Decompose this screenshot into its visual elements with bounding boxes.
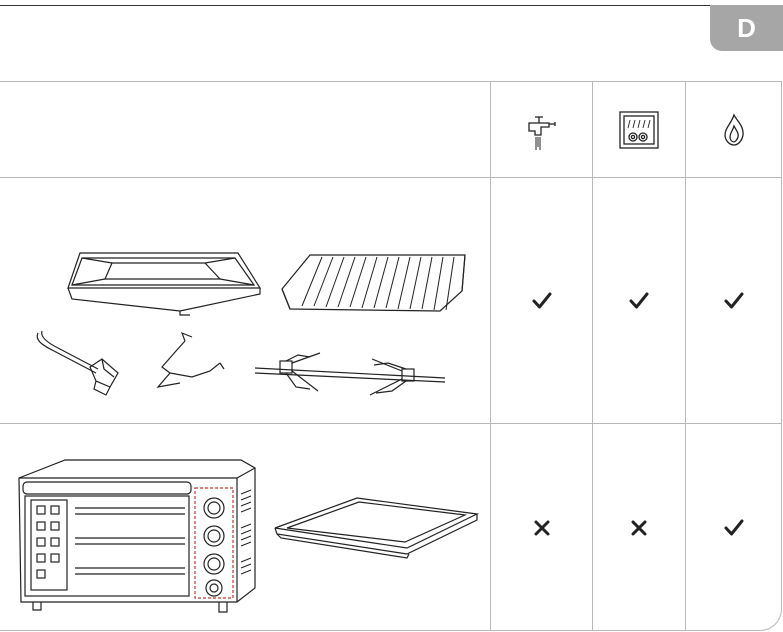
cross-icon [534, 520, 549, 535]
language-tab: D [710, 5, 783, 51]
row-1-dishwasher-mark [593, 178, 685, 423]
check-icon [532, 292, 551, 308]
column-divider [490, 82, 491, 631]
row-2-dishwasher-mark [593, 424, 685, 631]
header-tap-cell [491, 82, 592, 177]
tap-water-icon [527, 115, 556, 150]
accessories-illustration [36, 251, 466, 396]
check-icon [629, 292, 649, 308]
baking-tray-illustration [67, 251, 262, 316]
header-flame-cell [686, 82, 781, 177]
check-icon [724, 292, 743, 308]
tray-handle-illustration [36, 330, 119, 396]
oven-body-illustration [18, 458, 256, 613]
row-1-items [0, 178, 490, 423]
row-1-flame-mark [686, 178, 781, 423]
row-2-items [0, 424, 490, 631]
crumb-tray-illustration [274, 496, 480, 559]
row-divider [0, 423, 781, 424]
cross-icon [631, 520, 647, 535]
header-dishwasher-cell [593, 82, 685, 177]
top-rule [0, 5, 712, 6]
rotisserie-fork-holder-illustration [156, 331, 225, 388]
row-2-flame-mark [686, 424, 781, 631]
flame-icon [723, 112, 744, 146]
dishwasher-icon [619, 110, 659, 149]
wire-rack-illustration [281, 253, 466, 312]
row-divider [0, 177, 781, 178]
oven-and-tray-illustration [18, 458, 480, 613]
rotisserie-spit-illustration [254, 351, 446, 396]
cleaning-table [0, 81, 782, 631]
column-divider [592, 82, 593, 631]
check-icon [724, 519, 743, 535]
row-2-tap-mark [491, 424, 592, 631]
row-1-tap-mark [491, 178, 592, 423]
column-divider [685, 82, 686, 631]
